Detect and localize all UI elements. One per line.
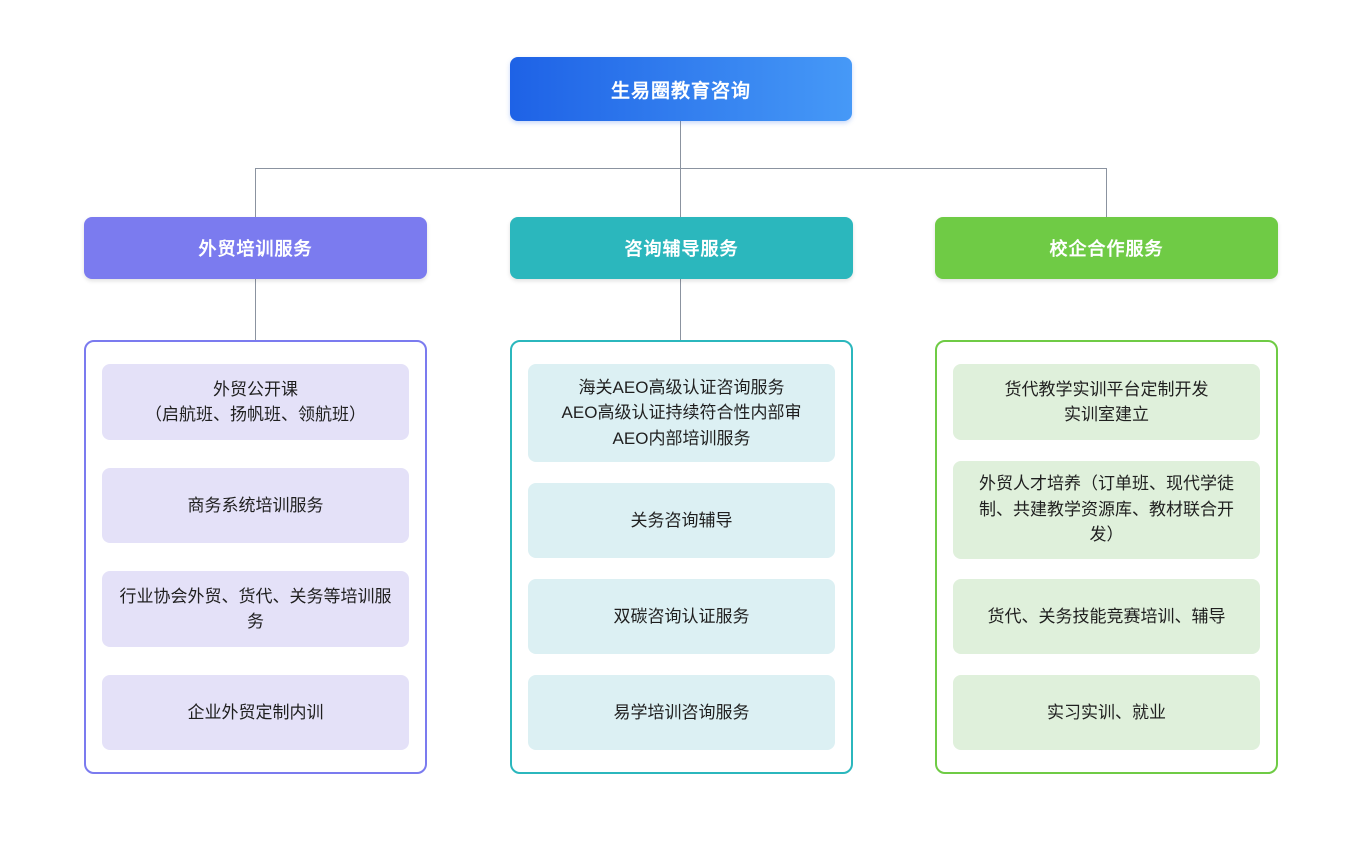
node-item: 企业外贸定制内训: [102, 675, 409, 750]
branch-container-consulting-coaching: 海关AEO高级认证咨询服务 AEO高级认证持续符合性内部审 AEO内部培训服务 …: [510, 340, 853, 774]
branch-header-school-enterprise-cooperation: 校企合作服务: [935, 217, 1278, 279]
node-item: 商务系统培训服务: [102, 468, 409, 543]
branch-header-label: 外贸培训服务: [198, 239, 313, 259]
connector-line: [255, 279, 256, 340]
branch-container-school-enterprise-cooperation: 货代教学实训平台定制开发 实训室建立 外贸人才培养（订单班、现代学徒制、共建教学…: [935, 340, 1278, 774]
branch-container-foreign-trade-training: 外贸公开课 （启航班、扬帆班、领航班） 商务系统培训服务 行业协会外贸、货代、关…: [84, 340, 427, 774]
node-item: 货代、关务技能竞赛培训、辅导: [953, 579, 1260, 655]
node-item: 易学培训咨询服务: [528, 675, 835, 750]
branch-header-consulting-coaching: 咨询辅导服务: [510, 217, 853, 279]
connector-line: [1106, 168, 1107, 217]
root-node-label: 生易圈教育咨询: [610, 80, 751, 102]
branch-header-foreign-trade-training: 外贸培训服务: [84, 217, 427, 279]
node-item: 实习实训、就业: [953, 674, 1260, 750]
node-item: 行业协会外贸、货代、关务等培训服务: [102, 571, 409, 647]
connector-line: [680, 168, 681, 217]
root-node: 生易圈教育咨询: [510, 57, 852, 121]
node-item: 关务咨询辅导: [528, 483, 835, 558]
connector-line: [255, 168, 256, 217]
branch-header-label: 咨询辅导服务: [624, 239, 739, 259]
node-item: 外贸公开课 （启航班、扬帆班、领航班）: [102, 364, 409, 440]
branch-header-label: 校企合作服务: [1049, 239, 1164, 259]
node-item: 外贸人才培养（订单班、现代学徒制、共建教学资源库、教材联合开发）: [953, 460, 1260, 559]
node-item: 海关AEO高级认证咨询服务 AEO高级认证持续符合性内部审 AEO内部培训服务: [528, 364, 835, 462]
connector-line: [680, 121, 681, 168]
connector-line: [255, 168, 1107, 169]
node-item: 双碳咨询认证服务: [528, 579, 835, 654]
node-item: 货代教学实训平台定制开发 实训室建立: [953, 364, 1260, 440]
connector-line: [680, 279, 681, 340]
